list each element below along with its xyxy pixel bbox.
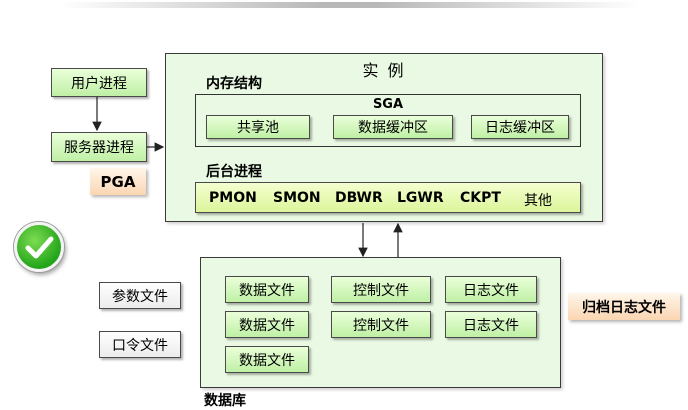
user-process-box: 用户进程	[51, 68, 147, 97]
instance-title: 实 例	[362, 61, 406, 80]
password-file-box: 口令文件	[99, 331, 181, 358]
sga-title: SGA	[372, 97, 404, 112]
bg-process-dbwr: DBWR	[335, 190, 383, 206]
server-process-box: 服务器进程	[51, 132, 147, 162]
log-file-box: 日志文件	[445, 276, 537, 303]
data-file-box: 数据文件	[225, 311, 309, 338]
user-process-label: 用户进程	[71, 75, 127, 92]
bg-process-pmon: PMON	[209, 190, 257, 206]
data-file-box: 数据文件	[225, 346, 309, 373]
database-panel: 数据文件 数据文件 数据文件 控制文件 控制文件 日志文件 日志文件	[200, 257, 561, 388]
control-file-label: 控制文件	[353, 317, 409, 334]
parameter-file-box: 参数文件	[99, 282, 181, 309]
data-buffer-box: 数据缓冲区	[333, 115, 453, 139]
bg-process-smon: SMON	[273, 190, 321, 206]
archive-log-file-box: 归档日志文件	[568, 293, 680, 320]
database-label: 数据库	[204, 393, 246, 409]
bg-process-lgwr: LGWR	[397, 190, 444, 206]
data-file-label: 数据文件	[239, 352, 295, 369]
check-icon	[14, 222, 64, 272]
pga-label: PGA	[100, 172, 136, 191]
bg-process-ckpt: CKPT	[460, 190, 501, 206]
parameter-file-label: 参数文件	[112, 288, 168, 305]
server-process-label: 服务器进程	[64, 140, 134, 156]
control-file-box: 控制文件	[331, 311, 431, 338]
data-file-label: 数据文件	[239, 282, 295, 299]
log-file-label: 日志文件	[463, 317, 519, 334]
archive-log-file-label: 归档日志文件	[582, 299, 666, 316]
data-buffer-label: 数据缓冲区	[358, 120, 428, 136]
data-file-label: 数据文件	[239, 317, 295, 334]
background-process-bar: PMON SMON DBWR LGWR CKPT 其他	[195, 182, 581, 213]
control-file-label: 控制文件	[353, 282, 409, 299]
data-file-box: 数据文件	[225, 276, 309, 303]
pga-box: PGA	[90, 168, 146, 195]
log-file-box: 日志文件	[445, 311, 537, 338]
log-file-label: 日志文件	[463, 282, 519, 299]
password-file-label: 口令文件	[112, 337, 168, 354]
log-buffer-label: 日志缓冲区	[485, 120, 555, 136]
top-divider	[60, 2, 640, 8]
shared-pool-box: 共享池	[206, 115, 310, 139]
memory-structure-label: 内存结构	[206, 76, 262, 92]
control-file-box: 控制文件	[331, 276, 431, 303]
shared-pool-label: 共享池	[237, 120, 279, 136]
log-buffer-box: 日志缓冲区	[471, 115, 569, 139]
background-process-label: 后台进程	[206, 164, 262, 180]
bg-process-other: 其他	[524, 193, 552, 209]
instance-panel: 实 例 内存结构 SGA 共享池 数据缓冲区 日志缓冲区 后台进程 PMON S…	[165, 53, 603, 222]
sga-panel: SGA 共享池 数据缓冲区 日志缓冲区	[195, 94, 581, 147]
